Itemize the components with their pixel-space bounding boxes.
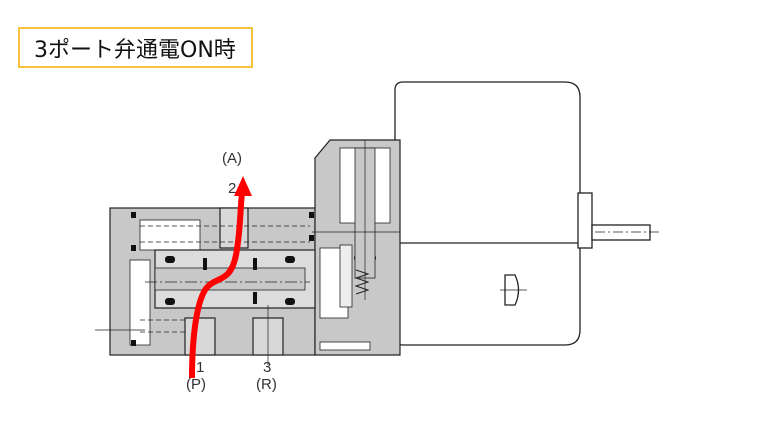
port-p-label: (P) — [186, 376, 206, 393]
valve-body — [95, 139, 401, 365]
flow-arrow — [189, 176, 252, 379]
solenoid — [394, 81, 660, 346]
port-1-number: 1 — [196, 359, 204, 376]
diagram-title: 3ポート弁通電ON時 — [34, 37, 236, 63]
port-r-label: (R) — [256, 376, 277, 393]
port-a-label: (A) — [222, 150, 242, 167]
port-2-number: 2 — [228, 180, 236, 197]
title-box: 3ポート弁通電ON時 — [18, 27, 253, 68]
port-3-number: 3 — [263, 359, 271, 376]
